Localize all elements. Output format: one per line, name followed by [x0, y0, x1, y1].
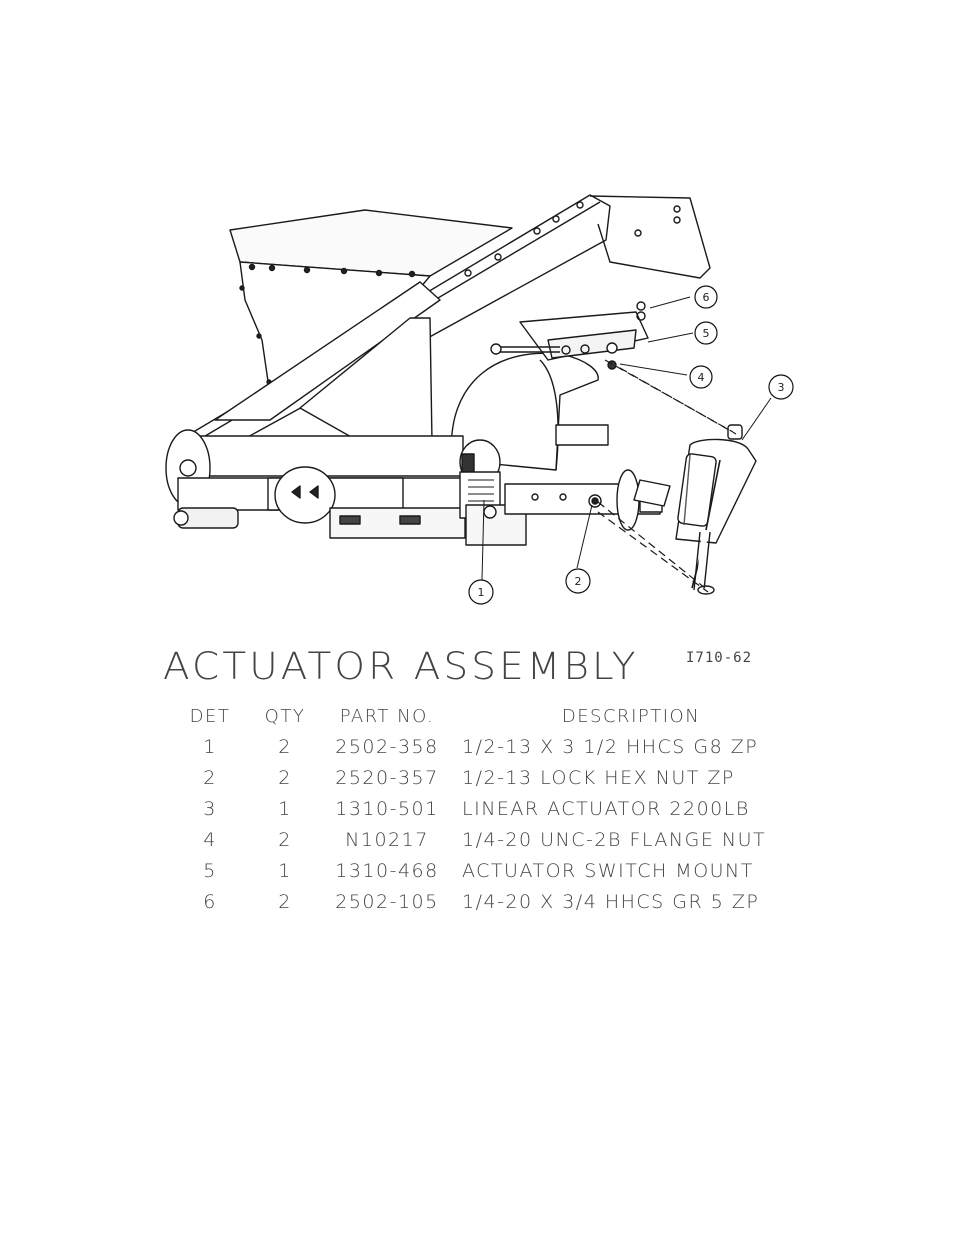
- cell-part-no: N10217: [328, 829, 446, 851]
- header-det: DET: [170, 706, 250, 727]
- header-qty: QTY: [250, 706, 320, 727]
- svg-text:5: 5: [703, 327, 710, 340]
- svg-text:2: 2: [575, 575, 582, 588]
- table-row: 4 2 N10217 1/4-20 UNC-2B FLANGE NUT: [170, 829, 810, 860]
- cell-part-no: 2502-358: [328, 736, 446, 758]
- cell-part-no: 1310-468: [328, 860, 446, 882]
- svg-text:4: 4: [698, 371, 705, 384]
- table-row: 3 1 1310-501 LINEAR ACTUATOR 2200LB: [170, 798, 810, 829]
- table-row: 2 2 2520-357 1/2-13 LOCK HEX NUT ZP: [170, 767, 810, 798]
- assembly-drawing: 6 5 4 3 2 1: [0, 0, 954, 640]
- header-description: DESCRIPTION: [462, 706, 800, 727]
- cell-qty: 1: [250, 798, 320, 820]
- cell-description: 1/4-20 UNC-2B FLANGE NUT: [462, 829, 766, 851]
- cell-part-no: 2502-105: [328, 891, 446, 913]
- cell-part-no: 1310-501: [328, 798, 446, 820]
- header-part-no: PART NO.: [328, 706, 446, 727]
- callout-3: 3: [769, 375, 793, 399]
- cell-qty: 2: [250, 829, 320, 851]
- cell-det: 2: [170, 767, 250, 789]
- svg-text:6: 6: [703, 291, 710, 304]
- lower-frame: [166, 430, 478, 538]
- cell-description: ACTUATOR SWITCH MOUNT: [462, 860, 754, 882]
- table-header: DET QTY PART NO. DESCRIPTION: [170, 706, 810, 736]
- callout-4: 4: [690, 366, 712, 388]
- cell-det: 6: [170, 891, 250, 913]
- callout-1: 1: [469, 580, 493, 604]
- callout-2: 2: [566, 569, 590, 593]
- drawing-number: I710-62: [686, 650, 752, 666]
- cell-det: 4: [170, 829, 250, 851]
- table-row: 1 2 2502-358 1/2-13 X 3 1/2 HHCS G8 ZP: [170, 736, 810, 767]
- cell-det: 1: [170, 736, 250, 758]
- table-row: 5 1 1310-468 ACTUATOR SWITCH MOUNT: [170, 860, 810, 891]
- svg-text:1: 1: [478, 586, 485, 599]
- callout-5: 5: [695, 322, 717, 344]
- cell-description: 1/2-13 X 3 1/2 HHCS G8 ZP: [462, 736, 758, 758]
- parts-table: DET QTY PART NO. DESCRIPTION 1 2 2502-35…: [170, 706, 810, 922]
- cell-qty: 2: [250, 767, 320, 789]
- cell-det: 3: [170, 798, 250, 820]
- svg-text:3: 3: [778, 381, 785, 394]
- linear-actuator: [676, 425, 756, 594]
- cell-qty: 1: [250, 860, 320, 882]
- arm: [505, 470, 670, 530]
- cell-description: 1/4-20 X 3/4 HHCS GR 5 ZP: [462, 891, 759, 913]
- callout-6: 6: [695, 286, 717, 308]
- cell-det: 5: [170, 860, 250, 882]
- table-row: 6 2 2502-105 1/4-20 X 3/4 HHCS GR 5 ZP: [170, 891, 810, 922]
- page-title: ACTUATOR ASSEMBLY: [163, 645, 639, 688]
- cell-qty: 2: [250, 736, 320, 758]
- cell-part-no: 2520-357: [328, 767, 446, 789]
- cell-description: 1/2-13 LOCK HEX NUT ZP: [462, 767, 735, 789]
- cell-qty: 2: [250, 891, 320, 913]
- cell-description: LINEAR ACTUATOR 2200LB: [462, 798, 750, 820]
